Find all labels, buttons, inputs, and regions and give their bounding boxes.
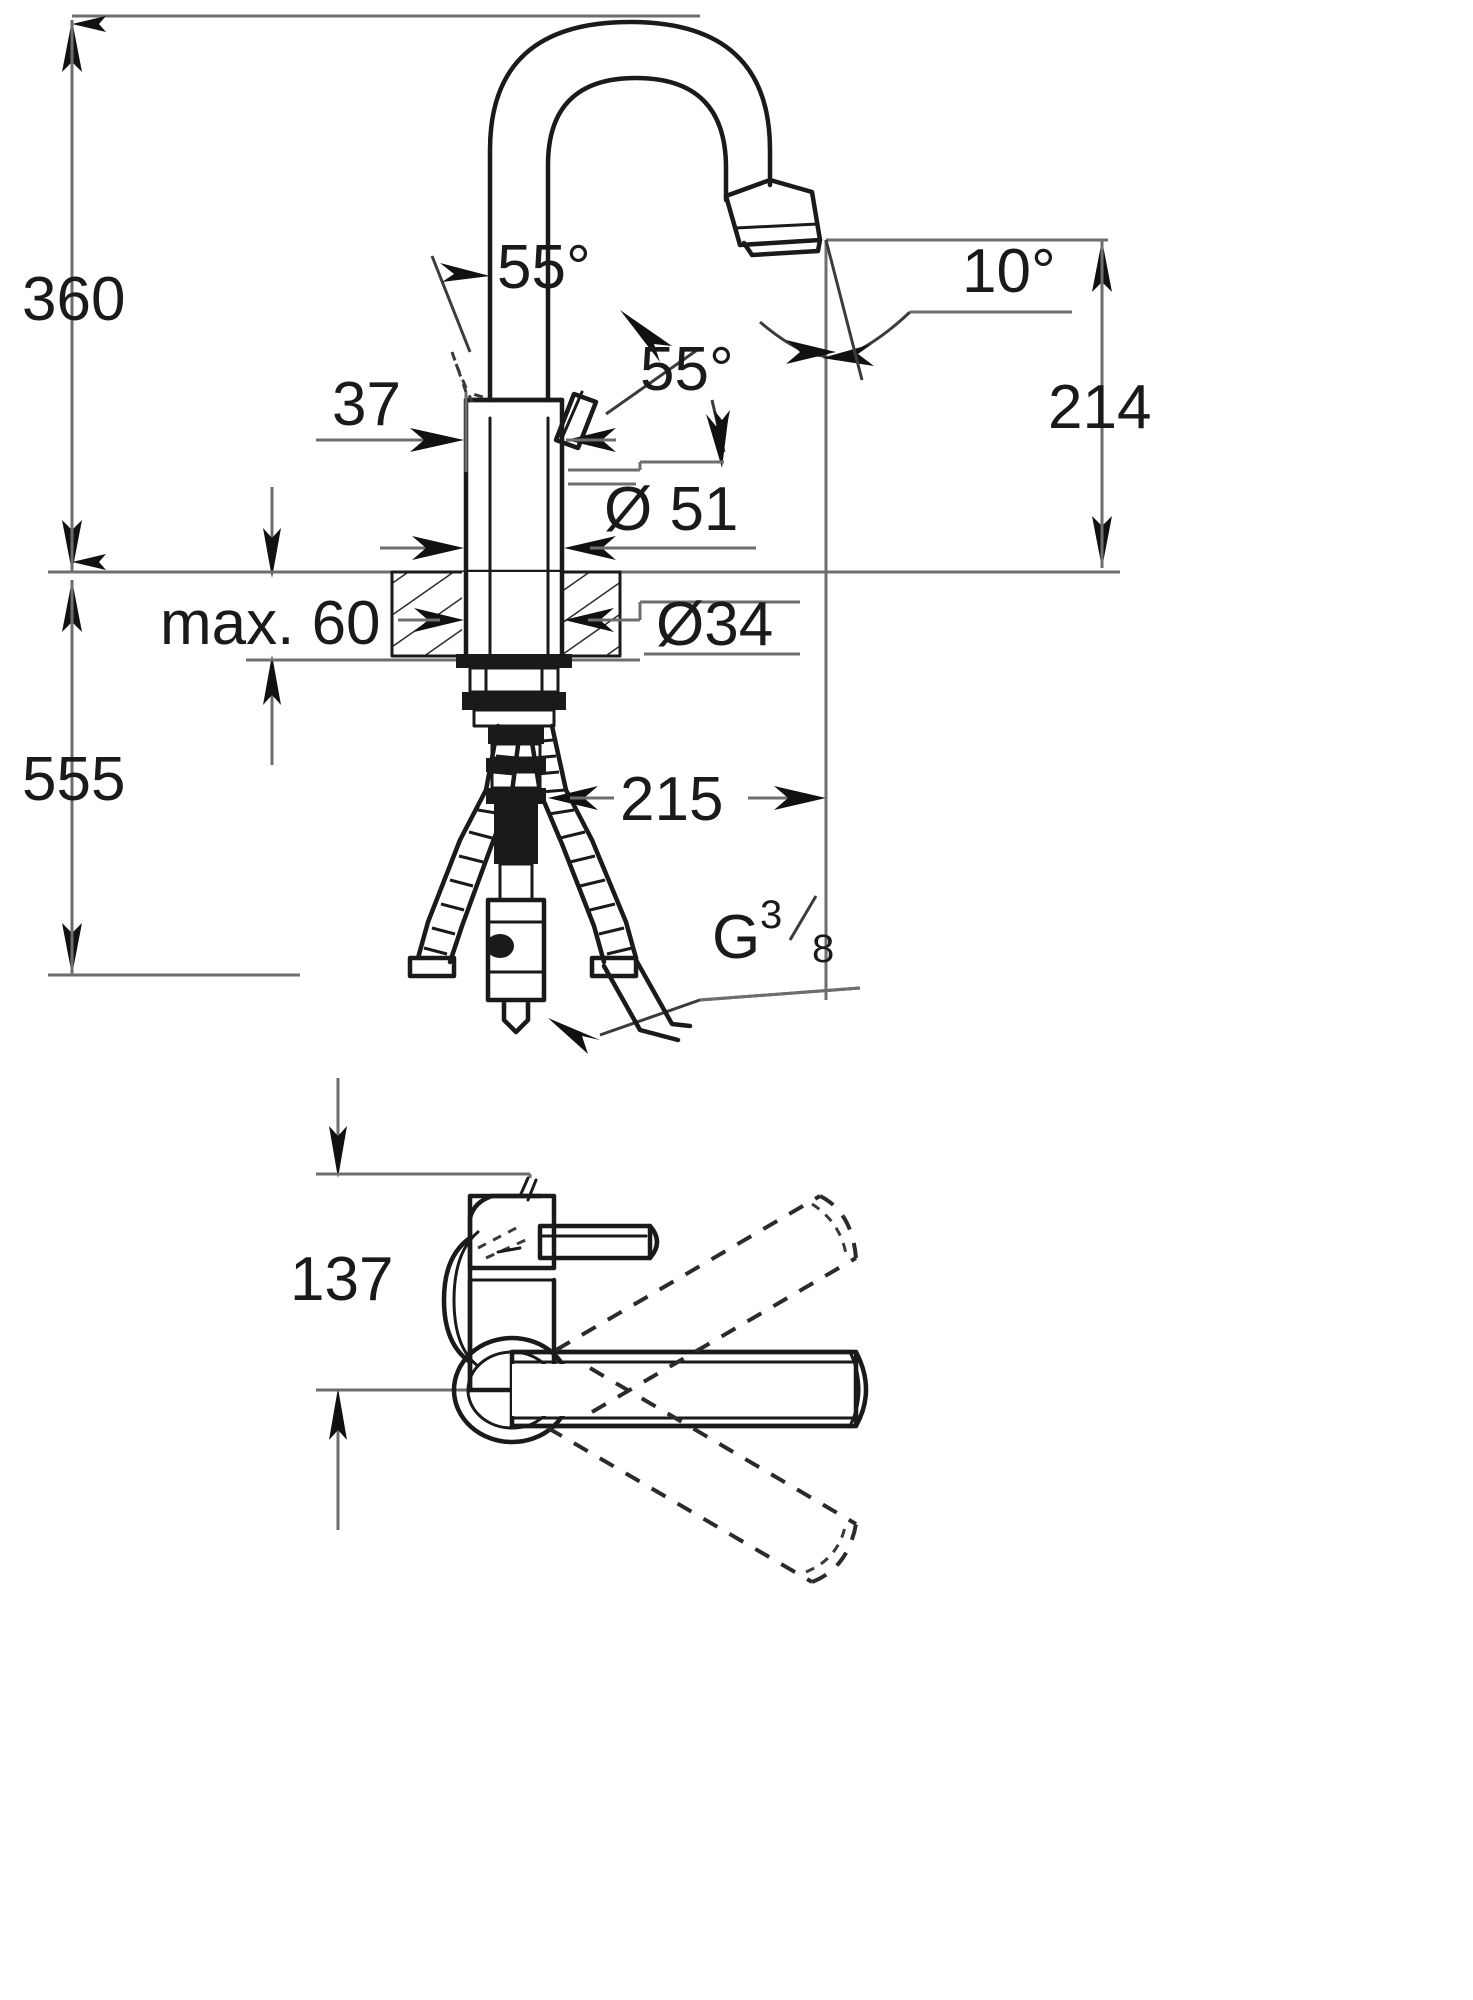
plan-view-spout-phantom-lower [546, 1366, 858, 1584]
dim-diameter-34: Ø34 [398, 590, 800, 659]
callout-g38-denominator: 8 [812, 927, 834, 971]
dim-37-label: 37 [332, 370, 401, 439]
dim-34-label: Ø34 [656, 590, 773, 659]
lever-phantom-left [450, 351, 487, 403]
dim-55-deg-left: 55° [430, 233, 591, 353]
dim-214-label: 214 [1048, 373, 1151, 442]
mixer-body-column [463, 397, 565, 659]
plan-view-spout-center [509, 1349, 869, 1429]
dim-360-label: 360 [22, 265, 125, 334]
dim-diameter-51: Ø 51 [380, 410, 756, 560]
dim-10-deg-outlet: 10° [759, 237, 1108, 381]
dim-214-spout-height: 214 [1048, 240, 1151, 568]
mounting-nut-assembly [456, 654, 572, 728]
plan-view-lever-stub [537, 1223, 660, 1261]
dim-360-total-height: 360 [22, 15, 125, 572]
dim-137-label: 137 [290, 1245, 393, 1314]
dim-215-label: 215 [620, 765, 723, 834]
callout-g38-thread: G 3 8 [548, 893, 861, 1054]
dim-55deg-right-label: 55° [640, 335, 734, 404]
dim-55-deg-right: 55° [605, 310, 734, 468]
dim-555-label: 555 [22, 745, 125, 814]
hose-weight-assembly [485, 726, 547, 1035]
dim-55deg-left-label: 55° [497, 233, 591, 302]
callout-g38-numerator: 3 [760, 893, 782, 937]
pullout-hose-tail [601, 957, 693, 1043]
plan-view-leader [518, 1174, 538, 1202]
dim-37-body-offset: 37 [316, 370, 616, 472]
spout-gooseneck [487, 19, 773, 403]
callout-g38-label: G [712, 903, 760, 972]
dim-51-label: Ø 51 [604, 475, 738, 544]
dim-137-plan-height: 137 [290, 1078, 530, 1530]
dim-max60-deck-thickness: max. 60 [160, 487, 640, 765]
dim-215-spout-reach: 215 [548, 240, 828, 1000]
dim-10deg-label: 10° [962, 237, 1056, 306]
operating-lever [553, 390, 599, 451]
dim-max60-label: max. 60 [160, 589, 381, 658]
dim-555-hose-length: 555 [22, 580, 300, 977]
spout-outlet-nozzle [723, 177, 823, 258]
plan-view-spout-phantom-upper [554, 1194, 858, 1414]
